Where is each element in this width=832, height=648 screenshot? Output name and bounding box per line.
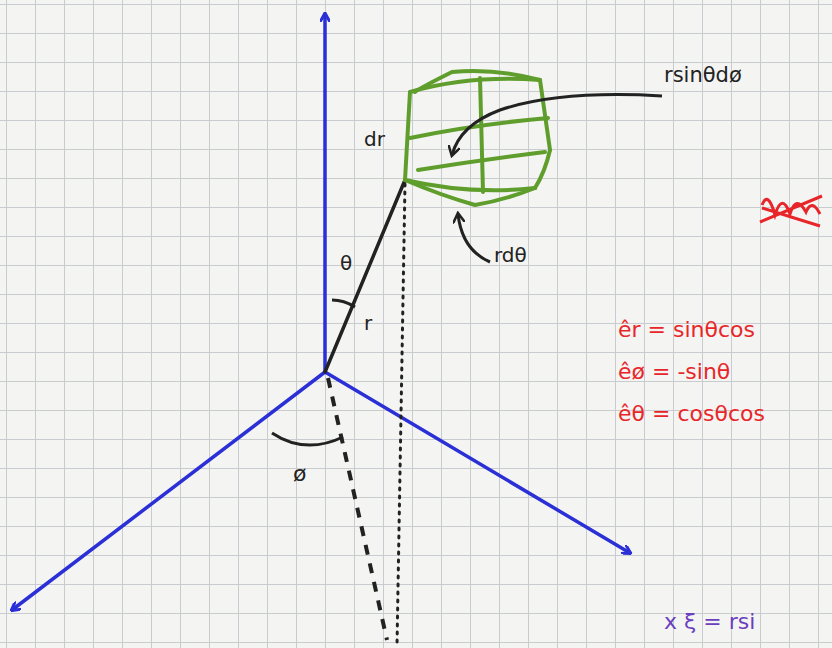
radius-label: r [364,312,372,334]
leader-line [458,214,490,262]
phi-arc [272,433,343,445]
radius-line [325,180,405,372]
leader-line [452,95,662,155]
drop-line [397,184,405,646]
scribble [760,196,822,226]
dimension-label: dr [364,128,385,150]
axes [12,14,630,610]
theta-arc [332,300,355,307]
volume-element [405,71,550,205]
callout-label: rsinθdø [664,64,742,87]
unit-vector-equation: êθ = cosθcos [618,402,765,426]
unit-vector-equation: êr = sinθcos [618,318,755,342]
angle-label: ø [293,462,306,486]
unit-vector-equation: êø = -sinθ [618,360,730,384]
coordinate-equation: x ξ = rsi [664,610,755,634]
callout-label: rdθ [494,244,527,266]
angle-label: θ [340,252,352,274]
projection-line [328,378,387,640]
